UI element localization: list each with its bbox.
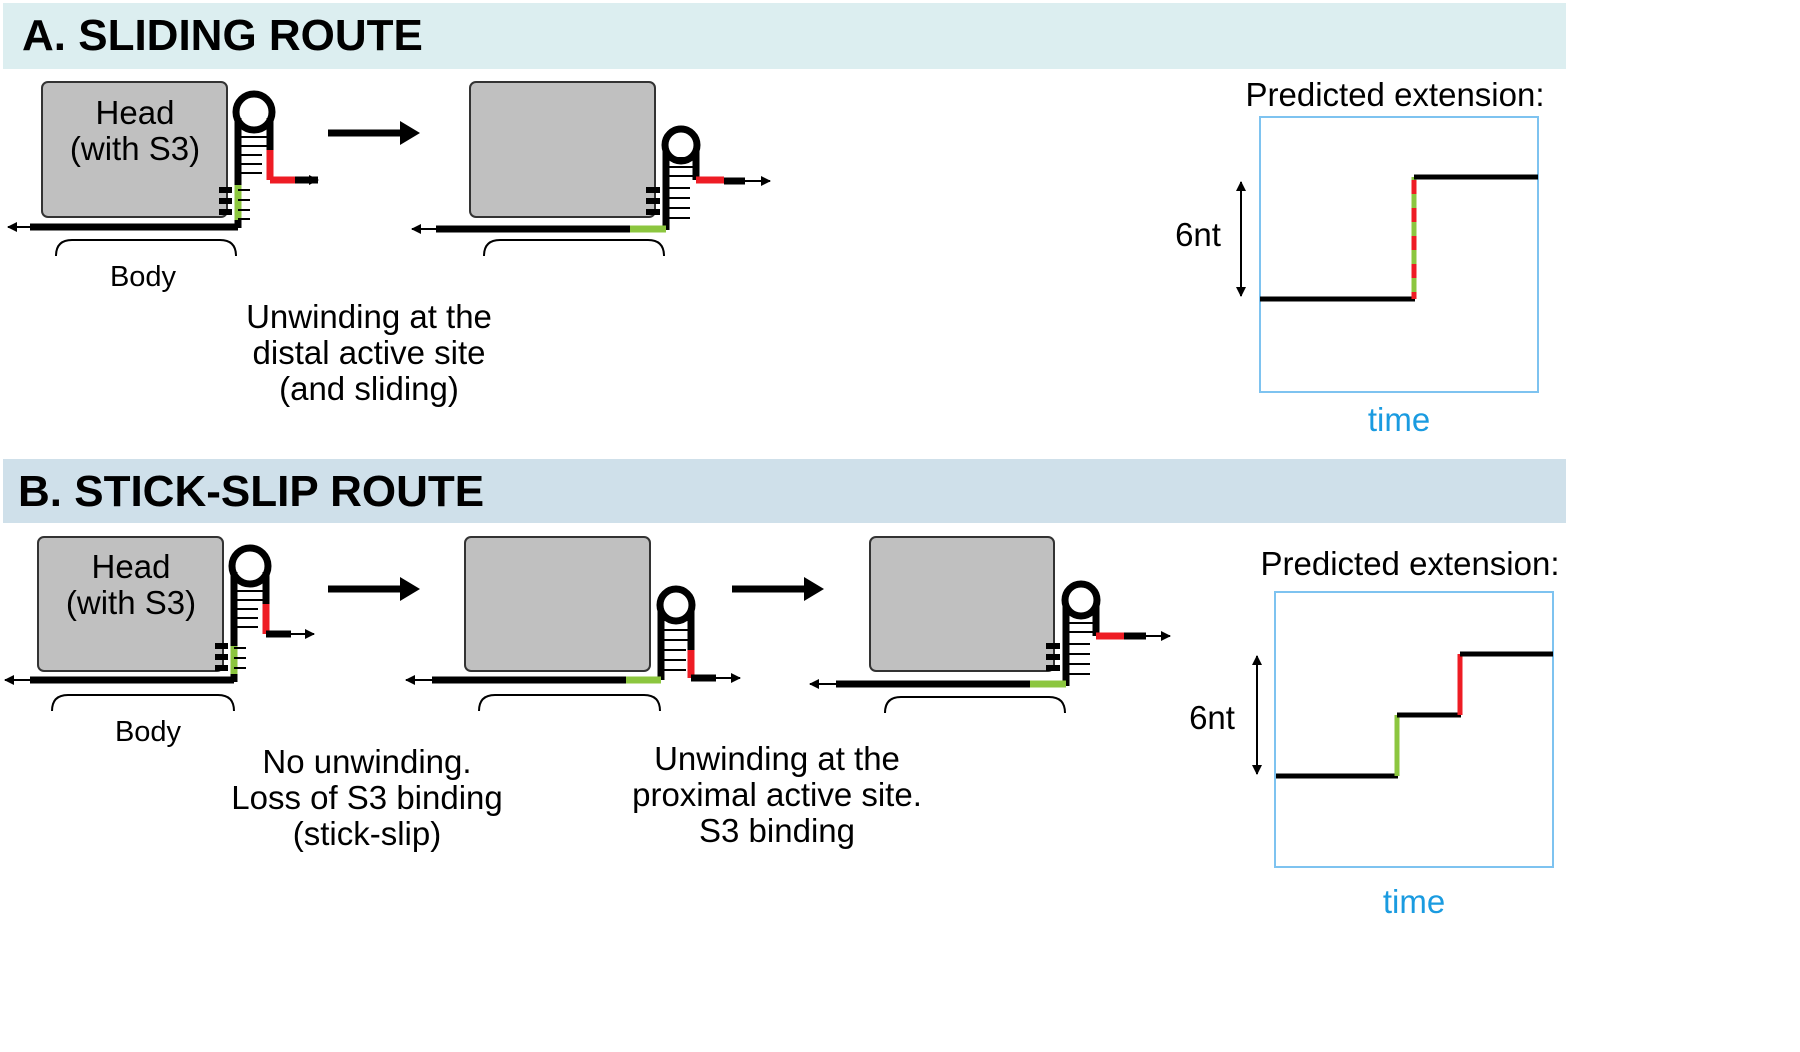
scale-label: 6nt bbox=[1189, 699, 1235, 736]
plot-title: Predicted extension: bbox=[1245, 76, 1544, 113]
panel-b-caption1-line1: No unwinding. bbox=[262, 743, 471, 780]
panel-b-caption1-line3: (stick-slip) bbox=[293, 815, 441, 852]
panel-b-caption2-line3: S3 binding bbox=[699, 812, 855, 849]
panel-a-banner bbox=[3, 3, 1566, 69]
transition-arrowhead bbox=[400, 121, 420, 145]
head-domain bbox=[469, 81, 656, 218]
panel-a-stage-1: Head (with S3) bbox=[7, 81, 319, 293]
body-bracket bbox=[483, 239, 665, 257]
head-domain bbox=[464, 536, 651, 672]
panel-a-stage-2 bbox=[411, 81, 771, 257]
body-bracket bbox=[55, 239, 237, 257]
panel-a: A. SLIDING ROUTE Head (with S3) bbox=[3, 3, 1566, 438]
panel-a-caption-line3: (and sliding) bbox=[279, 370, 459, 407]
plot-title: Predicted extension: bbox=[1260, 545, 1559, 582]
panel-b-stage-3 bbox=[809, 536, 1171, 714]
dna-hairpin bbox=[7, 90, 319, 232]
dna-hairpin bbox=[4, 544, 315, 685]
body-bracket bbox=[884, 696, 1066, 714]
panel-a-title: A. SLIDING ROUTE bbox=[22, 11, 423, 60]
head-domain bbox=[41, 81, 228, 218]
head-label-line1: Head bbox=[92, 548, 171, 585]
panel-b-caption1-line2: Loss of S3 binding bbox=[231, 779, 503, 816]
scale-label: 6nt bbox=[1175, 216, 1221, 253]
panel-b-banner bbox=[3, 459, 1566, 523]
panel-b-caption2-line2: proximal active site. bbox=[632, 776, 922, 813]
transition-arrowhead bbox=[804, 577, 824, 601]
head-label-line2: (with S3) bbox=[66, 584, 196, 621]
body-label: Body bbox=[115, 716, 182, 748]
plot-xlabel: time bbox=[1383, 883, 1445, 920]
panel-b-extension-plot: Predicted extension: 6nt time bbox=[1189, 545, 1559, 920]
body-bracket bbox=[51, 694, 235, 712]
plot-frame bbox=[1274, 591, 1554, 868]
head-domain bbox=[869, 536, 1055, 672]
dna-hairpin bbox=[411, 125, 771, 234]
plot-frame bbox=[1259, 116, 1539, 393]
panel-b: B. STICK-SLIP ROUTE Head (with S3) bbox=[3, 459, 1566, 920]
body-bracket bbox=[478, 694, 661, 712]
plot-xlabel: time bbox=[1368, 401, 1430, 438]
dna-hairpin bbox=[405, 585, 741, 685]
panel-b-stage-2 bbox=[405, 536, 741, 712]
body-label: Body bbox=[110, 261, 177, 293]
panel-a-extension-plot: Predicted extension: 6nt time bbox=[1175, 76, 1544, 438]
head-label-line2: (with S3) bbox=[70, 130, 200, 167]
panel-b-title: B. STICK-SLIP ROUTE bbox=[18, 467, 484, 516]
dna-hairpin bbox=[809, 580, 1171, 689]
head-label-line1: Head bbox=[96, 94, 175, 131]
transition-arrowhead bbox=[400, 577, 420, 601]
panel-a-caption-line2: distal active site bbox=[253, 334, 486, 371]
head-domain bbox=[37, 536, 224, 672]
panel-b-caption2-line1: Unwinding at the bbox=[654, 740, 900, 777]
panel-b-stage-1: Head (with S3) bbox=[4, 536, 315, 748]
panel-a-caption-line1: Unwinding at the bbox=[246, 298, 492, 335]
